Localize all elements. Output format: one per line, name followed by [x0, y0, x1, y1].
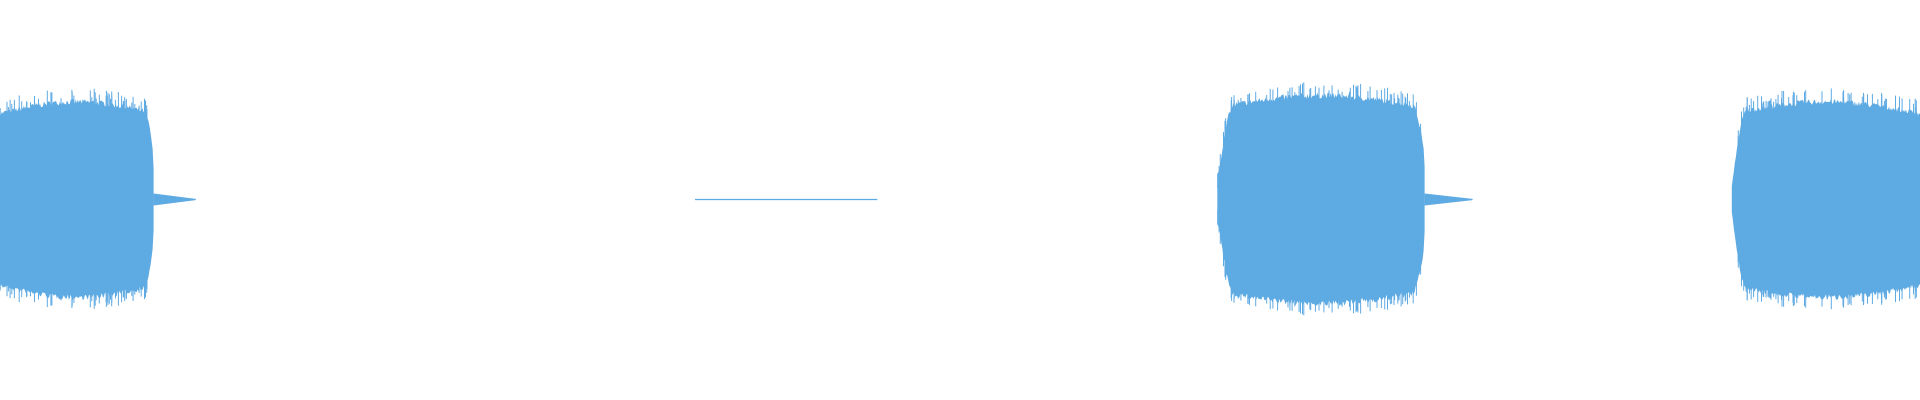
waveform-segment-1	[0, 88, 196, 309]
waveform-burst-body	[1731, 99, 1920, 300]
waveform-tail	[1424, 193, 1473, 206]
waveform-burst-body	[1217, 92, 1425, 307]
waveform-tail	[153, 193, 196, 206]
waveform-burst-body	[0, 98, 154, 301]
waveform-segments	[0, 82, 1920, 316]
waveform-segment-4	[1731, 88, 1920, 310]
waveform-segment-3	[1217, 82, 1473, 316]
